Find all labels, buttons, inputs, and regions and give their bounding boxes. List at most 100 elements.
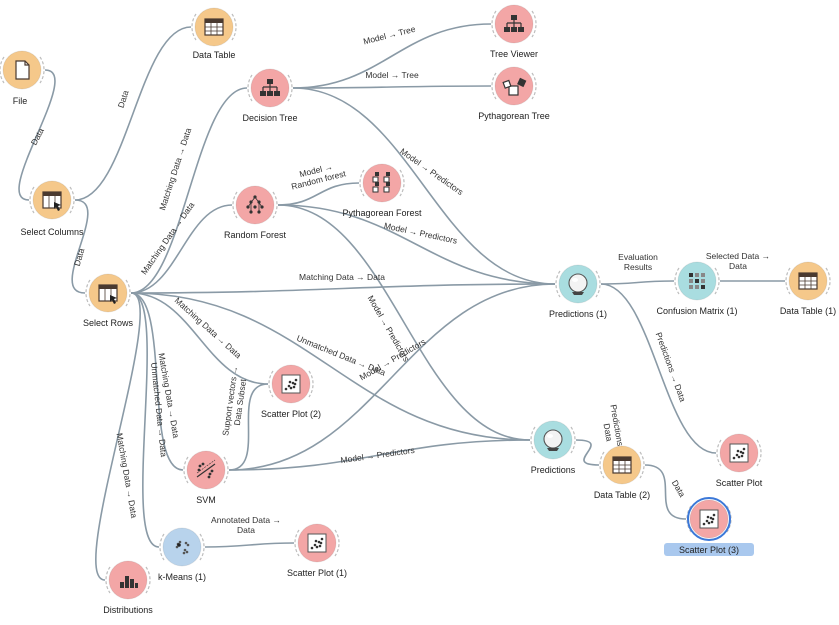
node-scatter-plot-3[interactable]: Scatter Plot (3)	[664, 497, 754, 556]
edge-decision_tree-to-pythagorean_tree[interactable]	[292, 85, 492, 89]
edge-select_rows-to-distributions[interactable]	[95, 292, 141, 581]
node-circle[interactable]	[235, 185, 275, 225]
node-distributions[interactable]: Distributions	[103, 560, 153, 615]
edge-predictions_1-to-confusion_matrix[interactable]	[600, 280, 675, 285]
edge-select_columns-to-data_table[interactable]	[74, 26, 192, 201]
edge-random_forest-to-predictions[interactable]	[277, 204, 531, 441]
node-scatter-plot-1[interactable]: Scatter Plot (1)	[287, 523, 347, 578]
output-channel-arc[interactable]	[287, 74, 293, 102]
output-channel-arc[interactable]	[145, 566, 151, 594]
input-channel-arc[interactable]	[105, 566, 111, 594]
output-channel-arc[interactable]	[639, 451, 645, 479]
edge-predictions_1-to-scatter_plot[interactable]	[600, 283, 717, 454]
scatter-icon	[699, 509, 719, 529]
node-tree-viewer[interactable]: Tree Viewer	[490, 4, 538, 59]
edge-predictions-to-data_table_2[interactable]	[575, 439, 600, 466]
node-predictions-1[interactable]: Predictions (1)	[549, 264, 607, 319]
edge-svm-to-predictions_1[interactable]	[228, 283, 556, 471]
output-channel-arc[interactable]	[531, 72, 537, 100]
node-random-forest[interactable]: Random Forest	[224, 185, 287, 240]
node-circle[interactable]	[362, 163, 402, 203]
edge-select_rows-to-random_forest[interactable]	[130, 204, 233, 294]
input-channel-arc[interactable]	[294, 529, 300, 557]
input-channel-arc[interactable]	[686, 505, 692, 533]
edge-random_forest-to-pythagorean_forest[interactable]	[277, 182, 360, 206]
input-channel-arc[interactable]	[359, 169, 365, 197]
node-confusion-matrix[interactable]: Confusion Matrix (1)	[656, 261, 738, 316]
edge-svm-to-predictions[interactable]	[228, 439, 531, 471]
output-channel-arc[interactable]	[531, 10, 537, 38]
output-channel-arc[interactable]	[726, 505, 732, 533]
edge-random_forest-to-predictions_1[interactable]	[277, 204, 556, 285]
output-channel-arc[interactable]	[399, 169, 405, 197]
input-channel-arc[interactable]	[716, 439, 722, 467]
edge-file-to-select_columns[interactable]	[18, 69, 56, 201]
input-channel-arc[interactable]	[268, 370, 274, 398]
output-channel-arc[interactable]	[825, 267, 831, 295]
input-channel-arc[interactable]	[183, 456, 189, 484]
output-channel-arc[interactable]	[231, 13, 237, 41]
output-channel-arc[interactable]	[272, 191, 278, 219]
node-data-table-1[interactable]: Data Table (1)	[780, 261, 836, 316]
node-label: Pythagorean Forest	[342, 208, 422, 218]
edge-label-line: Data	[237, 525, 255, 535]
node-data-table-2[interactable]: Data Table (2)	[594, 445, 650, 500]
output-channel-arc[interactable]	[39, 56, 45, 84]
edge-select_rows-to-scatter_plot_2[interactable]	[130, 292, 269, 385]
edge-decision_tree-to-tree_viewer[interactable]	[292, 23, 492, 89]
edge-select_rows-to-decision_tree[interactable]	[130, 87, 248, 294]
input-channel-arc[interactable]	[530, 426, 536, 454]
input-channel-arc[interactable]	[232, 191, 238, 219]
node-pythagorean-forest[interactable]: Pythagorean Forest	[342, 163, 422, 218]
edge-select_rows-to-predictions[interactable]	[130, 292, 531, 441]
input-channel-arc[interactable]	[29, 186, 35, 214]
output-channel-arc[interactable]	[308, 370, 314, 398]
output-channel-arc[interactable]	[595, 270, 601, 298]
output-channel-arc[interactable]	[756, 439, 762, 467]
edge-data_table_2-to-scatter_plot_3[interactable]	[644, 464, 687, 520]
node-label: Scatter Plot (3)	[679, 545, 739, 555]
input-channel-arc[interactable]	[785, 267, 791, 295]
input-channel-arc[interactable]	[491, 72, 497, 100]
tree-icon	[260, 79, 280, 96]
output-channel-arc[interactable]	[199, 533, 205, 561]
node-select-rows[interactable]: Select Rows	[83, 273, 134, 328]
node-predictions[interactable]: Predictions	[530, 420, 576, 475]
node-scatter-plot-2[interactable]: Scatter Plot (2)	[261, 364, 321, 419]
edge-decision_tree-to-predictions_1[interactable]	[292, 87, 556, 285]
input-channel-arc[interactable]	[247, 74, 253, 102]
edge-select_columns-to-select_rows[interactable]	[71, 199, 89, 294]
output-channel-arc[interactable]	[334, 529, 340, 557]
input-channel-arc[interactable]	[491, 10, 497, 38]
output-channel-arc[interactable]	[570, 426, 576, 454]
edge-kmeans-to-scatter_plot_1[interactable]	[204, 542, 295, 548]
output-channel-arc[interactable]	[69, 186, 75, 214]
edge-label-select_columns-to-select_rows: Data	[72, 247, 87, 267]
node-pythagorean-tree[interactable]: Pythagorean Tree	[478, 66, 550, 121]
input-channel-arc[interactable]	[85, 279, 91, 307]
edge-label-line: Data	[670, 478, 688, 499]
node-svm[interactable]: SVM	[183, 450, 229, 505]
node-file[interactable]: File	[0, 50, 45, 106]
input-channel-arc[interactable]	[599, 451, 605, 479]
edge-label-kmeans-to-scatter_plot_1: Annotated Data →Data	[211, 515, 281, 535]
node-kmeans[interactable]: k-Means (1)	[158, 527, 206, 582]
output-channel-arc[interactable]	[125, 279, 131, 307]
output-channel-arc[interactable]	[714, 267, 720, 295]
node-circle[interactable]	[162, 527, 202, 567]
node-select-columns[interactable]: Select Columns	[20, 180, 84, 237]
edge-select_rows-to-predictions_1[interactable]	[130, 283, 556, 294]
input-channel-arc[interactable]	[555, 270, 561, 298]
edge-svm-to-scatter_plot_2[interactable]	[228, 383, 269, 471]
node-scatter-plot[interactable]: Scatter Plot	[716, 433, 763, 488]
input-channel-arc[interactable]	[0, 56, 5, 84]
output-channel-arc[interactable]	[223, 456, 229, 484]
node-decision-tree[interactable]: Decision Tree	[242, 68, 298, 123]
edge-select_rows-to-svm[interactable]	[130, 292, 184, 471]
input-channel-arc[interactable]	[191, 13, 197, 41]
input-channel-arc[interactable]	[674, 267, 680, 295]
node-data-table[interactable]: Data Table	[191, 7, 237, 60]
input-channel-arc[interactable]	[159, 533, 165, 561]
edge-select_rows-to-kmeans[interactable]	[130, 292, 160, 548]
